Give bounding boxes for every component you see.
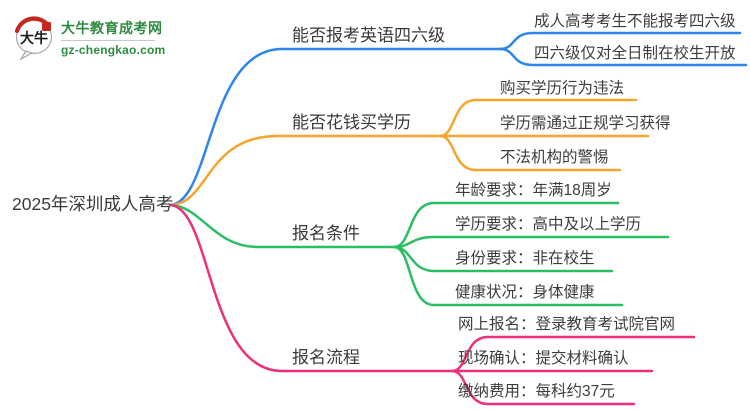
speech-bubble-logo-icon: 大牛 [14,16,53,60]
logo-text-block: 大牛教育成考网 gz-chengkao.com [61,14,165,57]
root-topic: 2025年深圳成人高考 [12,194,174,214]
branch-2-child-2: 身份要求：非在校生 [455,250,595,267]
logo-title: 大牛教育成考网 [61,20,163,36]
branch-0-label: 能否报考英语四六级 [292,26,445,45]
branch-2-label: 报名条件 [292,224,360,243]
branch-2-child-0: 年龄要求：年满18周岁 [455,182,612,199]
logo-icon-text: 大牛 [20,30,48,46]
branch-1-child-0: 购买学历行为违法 [500,80,625,97]
branch-0-connector [168,31,748,207]
branch-3-child-2: 缴纳费用：每科约37元 [458,383,615,400]
branch-3-label: 报名流程 [292,348,360,367]
branch-0-child-1: 四六级仅对全日制在校生开放 [534,45,736,62]
branch-2-connector [168,201,670,307]
branch-2-child-1: 学历要求：高中及以上学历 [455,216,642,233]
branch-0-child-0: 成人高考考生不能报考四六级 [534,13,736,30]
branch-2-child-3: 健康状况：身体健康 [455,284,595,301]
branch-1-child-2: 不法机构的警惕 [500,149,609,166]
branch-1-child-1: 学历需通过正规学习获得 [500,115,671,132]
logo-url: gz-chengkao.com [61,43,166,57]
logo-seal-icon [42,22,51,31]
branch-3-child-1: 现场确认：提交材料确认 [458,350,629,367]
branch-1-connector [168,98,650,207]
branch-3-child-0: 网上报名：登录教育考试院官网 [458,316,676,333]
logo-divider [61,40,155,41]
branch-1-label: 能否花钱买学历 [292,113,411,132]
site-logo[interactable]: 大牛 大牛教育成考网 gz-chengkao.com [13,14,165,60]
branch-3-connector [168,203,696,406]
